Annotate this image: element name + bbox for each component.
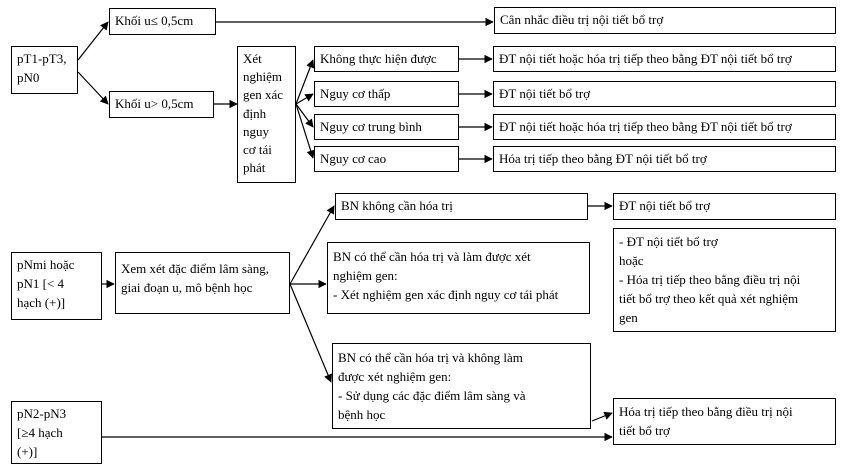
- gene-test-line: cơ tái: [243, 142, 272, 158]
- gene-not-done-line: BN có thể cần hóa trị và không làm: [338, 350, 523, 365]
- stage-pnmi-line: hạch (+)]: [17, 295, 66, 310]
- risk-outcome-box: ĐT nội tiết bổ trợ: [493, 81, 836, 107]
- gene-done-line: nghiệm gen:: [333, 268, 398, 283]
- gene-not-done-line: bệnh học: [338, 407, 386, 422]
- gene-test-line: định: [243, 105, 267, 121]
- risk-box-high: Nguy cơ cao: [314, 146, 459, 172]
- no-chemo-outcome-label: ĐT nội tiết bổ trợ: [619, 198, 711, 213]
- gene-test-line: gen xác: [243, 87, 284, 103]
- risk-label: Nguy cơ trung bình: [320, 119, 422, 134]
- stage-pnmi-line: pN1 [< 4: [17, 276, 65, 291]
- arrow-clinical-nochemo: [289, 205, 335, 285]
- gene-test-line: nghiệm: [243, 69, 282, 85]
- risk-box-medium: Nguy cơ trung bình: [314, 114, 459, 140]
- risk-box-low: Nguy cơ thấp: [314, 81, 459, 107]
- stage-pt1-pt3-box: pT1-pT3, pN0: [11, 46, 78, 94]
- risk-outcome-box: ĐT nội tiết hoặc hóa trị tiếp theo bằng …: [493, 114, 836, 140]
- gene-done-line: - Xét nghiệm gen xác định nguy cơ tái ph…: [333, 287, 559, 302]
- arrow-clinical-genenotdone: [289, 283, 332, 383]
- risk-label: Nguy cơ cao: [320, 151, 387, 166]
- arrow-gene-risk-0: [295, 59, 315, 105]
- risk-box-not-done: Không thực hiện được: [314, 46, 459, 72]
- tumor-large-label: Khối u> 0,5cm: [115, 96, 194, 111]
- stage-pn2-box: pN2-pN3 [≥4 hạch (+)]: [11, 401, 102, 464]
- gene-done-outcome-line: - Hóa trị tiếp theo bằng điều trị nội: [619, 272, 801, 287]
- risk-outcome-label: ĐT nội tiết bổ trợ: [499, 86, 591, 101]
- chemo-outcome-line: Hóa trị tiếp theo bằng điều trị nội: [619, 404, 793, 419]
- stage-pt-line: pN0: [17, 70, 40, 85]
- gene-test-line: Xét: [243, 51, 262, 66]
- arrow-pt-small: [77, 21, 109, 61]
- stage-pn2-line: [≥4 hạch: [17, 425, 63, 440]
- arrow-genenotdone-outcome: [591, 411, 613, 422]
- stage-pt-line: pT1-pT3,: [17, 51, 67, 66]
- chemo-outcome-box: Hóa trị tiếp theo bằng điều trị nội tiết…: [613, 398, 836, 445]
- risk-outcome-box: Hóa trị tiếp theo bằng ĐT nội tiết bổ tr…: [493, 146, 836, 172]
- risk-outcome-label: ĐT nội tiết hoặc hóa trị tiếp theo bằng …: [499, 119, 792, 134]
- risk-label: Không thực hiện được: [320, 51, 437, 66]
- risk-outcome-label: Hóa trị tiếp theo bằng ĐT nội tiết bổ tr…: [499, 151, 707, 166]
- tumor-large-box: Khối u> 0,5cm: [109, 91, 214, 118]
- risk-label: Nguy cơ thấp: [320, 86, 391, 101]
- risk-outcome-label: ĐT nội tiết hoặc hóa trị tiếp theo bằng …: [499, 51, 792, 66]
- no-chemo-label: BN không cần hóa trị: [341, 198, 453, 213]
- gene-done-outcome-line: tiết bổ trợ theo kết quả xét nghiệm: [619, 291, 799, 306]
- no-chemo-outcome-box: ĐT nội tiết bổ trợ: [613, 193, 836, 220]
- gene-not-done-line: được xét nghiệm gen:: [338, 369, 452, 384]
- gene-test-box: Xét nghiệm gen xác định nguy cơ tái phát: [237, 46, 296, 183]
- no-chemo-box: BN không cần hóa trị: [335, 193, 588, 220]
- tumor-small-label: Khối u≤ 0,5cm: [115, 13, 194, 28]
- arrow-pt-large: [77, 71, 109, 105]
- stage-pn2-line: pN2-pN3: [17, 406, 67, 421]
- arrow-gene-risk-3: [295, 103, 315, 159]
- clinical-line: giai đoạn u, mô bệnh học: [121, 280, 253, 295]
- tumor-small-box: Khối u≤ 0,5cm: [109, 8, 216, 35]
- gene-not-done-box: BN có thể cần hóa trị và không làm được …: [332, 343, 591, 429]
- stage-pnmi-line: pNmi hoặc: [17, 257, 75, 272]
- gene-done-outcome-box: - ĐT nội tiết bổ trợ hoặc - Hóa trị tiếp…: [613, 228, 836, 332]
- chemo-outcome-line: tiết bổ trợ: [619, 423, 670, 438]
- clinical-line: Xem xét đặc điểm lâm sàng,: [121, 261, 270, 276]
- arrow-gene-risk-1: [295, 93, 314, 105]
- stage-pn2-line: (+)]: [17, 444, 38, 459]
- gene-test-line: nguy: [243, 123, 269, 139]
- stage-pnmi-box: pNmi hoặc pN1 [< 4 hạch (+)]: [11, 252, 102, 320]
- small-tumor-outcome-box: Cân nhắc điều trị nội tiết bổ trợ: [494, 7, 836, 34]
- gene-not-done-line: - Sử dụng các đặc điểm lâm sàng và: [338, 388, 526, 403]
- small-tumor-outcome-label: Cân nhắc điều trị nội tiết bổ trợ: [500, 12, 664, 27]
- gene-done-outcome-line: - ĐT nội tiết bổ trợ: [619, 234, 718, 249]
- gene-done-outcome-line: gen: [619, 310, 638, 325]
- arrow-gene-risk-2: [295, 103, 314, 128]
- risk-outcome-box: ĐT nội tiết hoặc hóa trị tiếp theo bằng …: [493, 46, 836, 72]
- clinical-evaluation-box: Xem xét đặc điểm lâm sàng, giai đoạn u, …: [115, 252, 290, 314]
- gene-done-outcome-line: hoặc: [619, 253, 644, 268]
- gene-test-line: phát: [243, 160, 266, 176]
- gene-done-box: BN có thể cần hóa trị và làm được xét ng…: [327, 242, 590, 314]
- gene-done-line: BN có thể cần hóa trị và làm được xét: [333, 249, 531, 264]
